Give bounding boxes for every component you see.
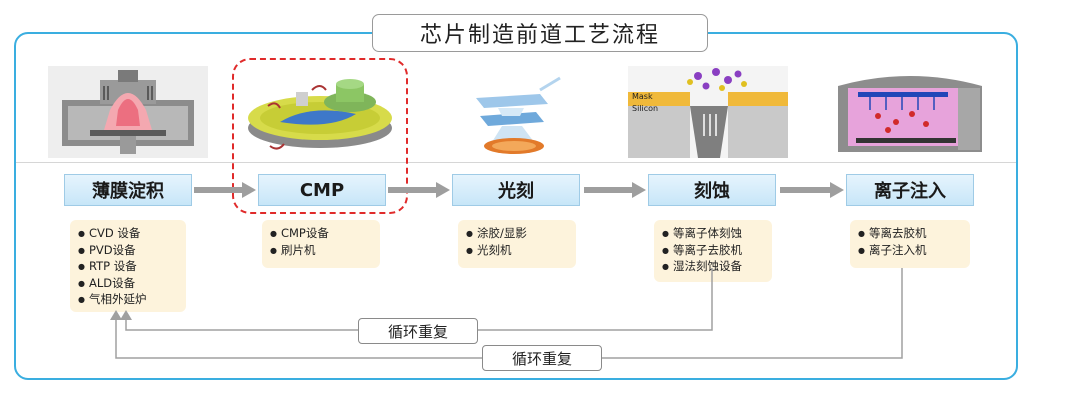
- deposition-chamber-image: [48, 66, 208, 158]
- etching-equipment-list: 等离子体刻蚀 等离子去胶机 湿法刻蚀设备: [654, 220, 772, 282]
- ion-implant-chamber-image: [830, 66, 990, 158]
- list-item: 等离去胶机: [858, 226, 962, 243]
- list-item: ALD设备: [78, 276, 178, 293]
- mask-label: Mask: [632, 92, 653, 101]
- flow-arrow-1: [194, 182, 256, 198]
- list-item: 湿法刻蚀设备: [662, 259, 764, 276]
- step-ion-implantation: 离子注入: [846, 174, 974, 206]
- lithography-optics-image: [436, 66, 596, 158]
- list-item: CVD 设备: [78, 226, 178, 243]
- step-lithography: 光刻: [452, 174, 580, 206]
- inner-loop-label: 循环重复: [358, 318, 478, 344]
- step-cmp: CMP: [258, 174, 386, 206]
- deposition-equipment-list: CVD 设备 PVD设备 RTP 设备 ALD设备 气相外延炉: [70, 220, 186, 312]
- flow-arrow-2: [388, 182, 450, 198]
- lithography-equipment-list: 涂胶/显影 光刻机: [458, 220, 576, 268]
- outer-loop-label: 循环重复: [482, 345, 602, 371]
- list-item: 涂胶/显影: [466, 226, 568, 243]
- list-item: 离子注入机: [858, 243, 962, 260]
- divider-line: [16, 162, 1016, 163]
- list-item: 等离子去胶机: [662, 243, 764, 260]
- cmp-polisher-image: [240, 66, 400, 158]
- ion-implant-equipment-list: 等离去胶机 离子注入机: [850, 220, 970, 268]
- cmp-equipment-list: CMP设备 刷片机: [262, 220, 380, 268]
- flow-arrow-4: [780, 182, 844, 198]
- list-item: CMP设备: [270, 226, 372, 243]
- cmp-highlight-box: [232, 58, 408, 214]
- flow-arrow-3: [584, 182, 646, 198]
- list-item: RTP 设备: [78, 259, 178, 276]
- step-thin-film-deposition: 薄膜淀积: [64, 174, 192, 206]
- diagram-title: 芯片制造前道工艺流程: [372, 14, 708, 52]
- list-item: 光刻机: [466, 243, 568, 260]
- list-item: 等离子体刻蚀: [662, 226, 764, 243]
- list-item: 气相外延炉: [78, 292, 178, 309]
- step-etching: 刻蚀: [648, 174, 776, 206]
- list-item: PVD设备: [78, 243, 178, 260]
- list-item: 刷片机: [270, 243, 372, 260]
- silicon-label: Silicon: [632, 104, 659, 113]
- etch-profile-image: Mask Silicon: [628, 66, 788, 158]
